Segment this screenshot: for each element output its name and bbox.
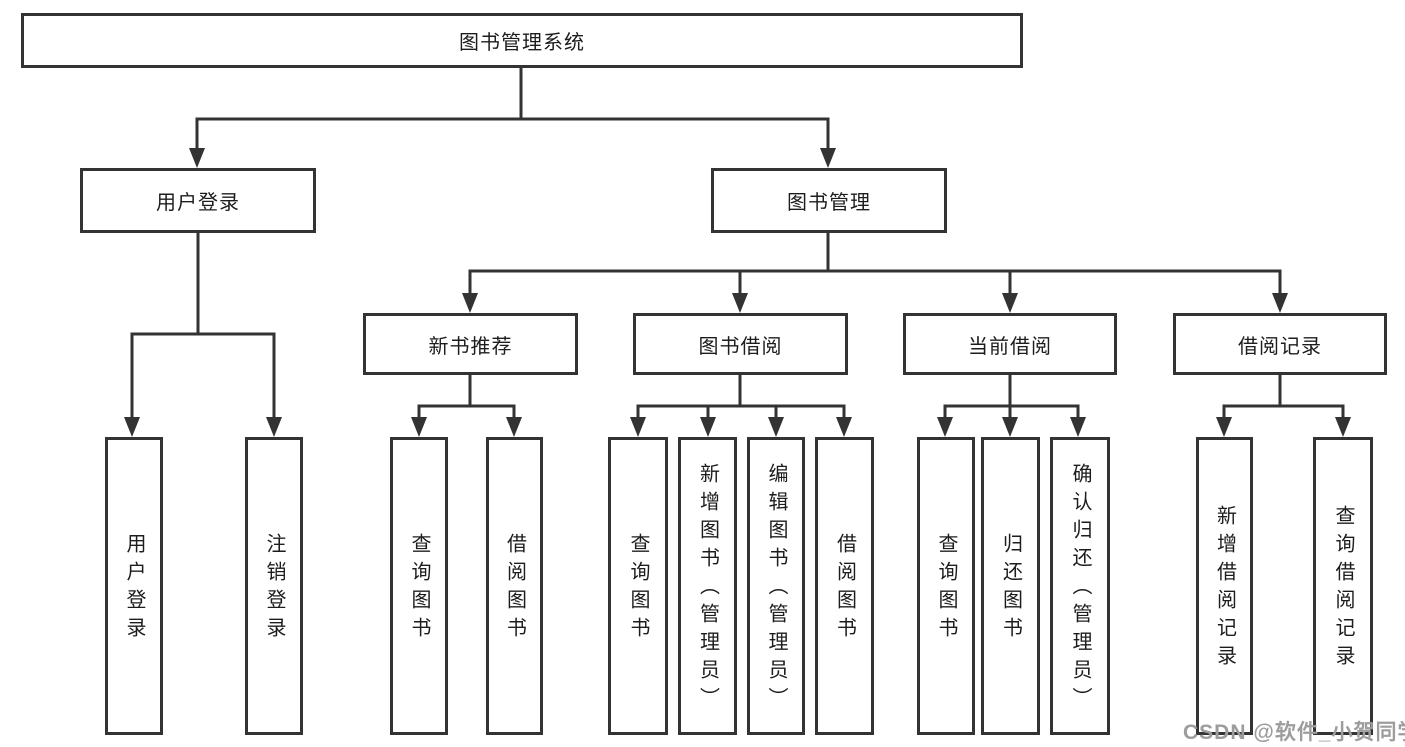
node-query-books-recommend: 查询图书 <box>390 437 448 735</box>
node-edit-books-admin-label: 编辑图书（管理员） <box>765 463 787 715</box>
csdn-watermark: CSDN @软件_小贺同学 <box>1183 721 1405 744</box>
node-add-books-admin-label: 新增图书（管理员） <box>696 463 719 715</box>
node-new-book-recommend: 新书推荐 <box>363 313 578 375</box>
node-new-book-recommend-label: 新书推荐 <box>428 335 513 358</box>
node-logout-leaf: 注销登录 <box>245 437 303 735</box>
node-library-system-label: 图书管理系统 <box>459 32 585 54</box>
node-library-system: 图书管理系统 <box>21 13 1023 68</box>
node-borrow-books-recommend-label: 借阅图书 <box>503 533 526 645</box>
node-query-books-borrow: 查询图书 <box>608 437 668 735</box>
node-user-login-leaf-label: 用户登录 <box>123 533 145 645</box>
node-query-books-current: 查询图书 <box>917 437 975 735</box>
node-confirm-return-admin-label: 确认归还（管理员） <box>1069 463 1091 715</box>
node-add-borrow-record: 新增借阅记录 <box>1196 437 1253 735</box>
node-return-books-label: 归还图书 <box>999 533 1022 645</box>
node-borrowing-records: 借阅记录 <box>1173 313 1387 375</box>
node-current-borrowing-label: 当前借阅 <box>968 335 1052 358</box>
node-book-borrowing-label: 图书借阅 <box>698 335 783 358</box>
node-logout-leaf-label: 注销登录 <box>263 533 285 645</box>
node-query-borrow-record: 查询借阅记录 <box>1313 437 1373 735</box>
node-borrow-books-recommend: 借阅图书 <box>486 437 543 735</box>
node-query-books-borrow-label: 查询图书 <box>627 533 649 645</box>
node-borrow-books: 借阅图书 <box>815 437 874 735</box>
node-confirm-return-admin: 确认归还（管理员） <box>1050 437 1110 735</box>
node-edit-books-admin: 编辑图书（管理员） <box>747 437 805 735</box>
node-user-login-label: 用户登录 <box>156 192 240 214</box>
node-user-login-leaf: 用户登录 <box>105 437 163 735</box>
node-book-borrowing: 图书借阅 <box>633 313 848 375</box>
node-book-management: 图书管理 <box>711 168 947 233</box>
node-add-books-admin: 新增图书（管理员） <box>678 437 737 735</box>
node-book-management-label: 图书管理 <box>787 192 871 214</box>
node-return-books: 归还图书 <box>981 437 1040 735</box>
edge-arrowheads <box>124 148 1351 437</box>
node-query-books-current-label: 查询图书 <box>935 533 957 645</box>
node-current-borrowing: 当前借阅 <box>903 313 1117 375</box>
node-add-borrow-record-label: 新增借阅记录 <box>1213 505 1236 673</box>
node-query-books-recommend-label: 查询图书 <box>408 533 430 645</box>
node-query-borrow-record-label: 查询借阅记录 <box>1332 505 1354 673</box>
node-borrow-books-label: 借阅图书 <box>833 533 856 645</box>
node-user-login: 用户登录 <box>80 168 316 233</box>
node-borrowing-records-label: 借阅记录 <box>1238 335 1322 358</box>
